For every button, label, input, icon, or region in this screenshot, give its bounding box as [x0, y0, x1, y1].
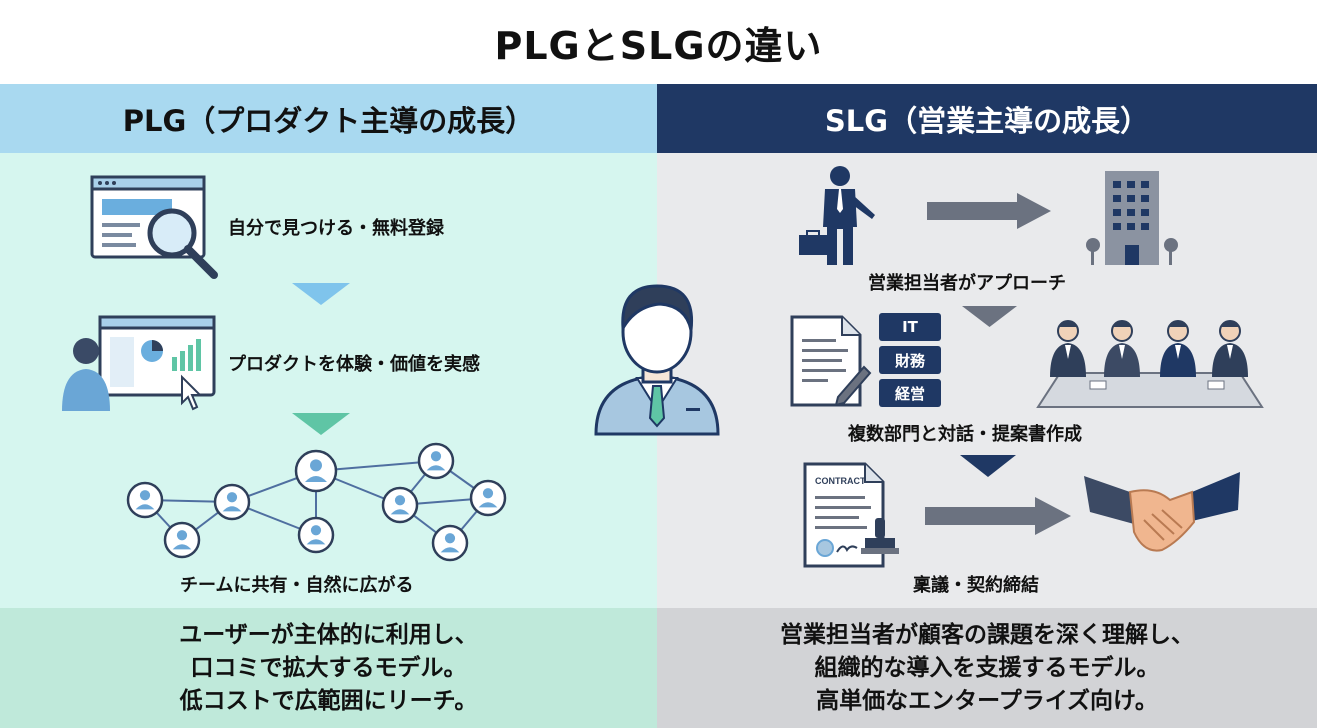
plg-step-2-label: プロダクトを体験・価値を実感 [228, 354, 480, 375]
department-finance-badge: 財務 [879, 346, 941, 374]
down-arrow-icon [962, 306, 1017, 327]
department-it-badge: IT [879, 313, 941, 341]
network-user-node [469, 479, 507, 517]
down-arrow-icon [292, 413, 350, 435]
user-dashboard-icon [62, 315, 216, 411]
right-arrow-icon [925, 497, 1071, 535]
network-user-node [297, 516, 335, 554]
down-arrow-icon [292, 283, 350, 305]
plg-summary-line: 低コストで広範囲にリーチ。 [179, 687, 478, 714]
network-user-node [381, 486, 419, 524]
plg-header: PLG（プロダクト主導の成長） [0, 84, 657, 153]
plg-summary-line: ユーザーが主体的に利用し、 [179, 621, 478, 648]
user-network-icon [126, 442, 507, 562]
meeting-person [1160, 320, 1196, 377]
plg-step-3-label: チームに共有・自然に広がる [180, 575, 414, 596]
meeting-table-icon [1036, 320, 1264, 408]
slg-column: SLG（営業主導の成長） 営業担当者が顧客の課題を深く理解し、 組織的な導入を支… [657, 84, 1317, 728]
network-user-node [294, 449, 338, 493]
network-user-node [213, 483, 251, 521]
page-title: PLGとSLGの違い [0, 0, 1317, 84]
slg-summary-line: 営業担当者が顧客の課題を深く理解し、 [780, 621, 1194, 648]
proposal-document-icon [790, 315, 872, 407]
browser-magnifier-icon [90, 175, 218, 279]
down-arrow-icon [960, 455, 1016, 477]
slg-summary-line: 組織的な導入を支援するモデル。 [814, 654, 1160, 681]
meeting-person [1104, 320, 1140, 377]
handshake-icon [1084, 472, 1240, 552]
contract-text: CONTRACT [815, 476, 866, 486]
meeting-paper [1207, 380, 1225, 390]
contract-document-icon: CONTRACT [803, 462, 899, 568]
plg-step-1-label: 自分で見つける・無料登録 [228, 218, 444, 239]
slg-header: SLG（営業主導の成長） [657, 84, 1317, 153]
network-user-node [417, 442, 455, 480]
slg-step-3-label: 稟議・契約締結 [913, 575, 1039, 596]
meeting-person [1050, 320, 1086, 377]
plg-column: PLG（プロダクト主導の成長） ユーザーが主体的に利用し、 口コミで拡大するモデ… [0, 84, 657, 728]
slg-step-1-label: 営業担当者がアプローチ [868, 273, 1066, 294]
salesperson-to-building-icon [799, 166, 1178, 265]
meeting-person [1212, 320, 1248, 377]
meeting-paper [1089, 380, 1107, 390]
network-user-node [163, 521, 201, 559]
plg-summary: ユーザーが主体的に利用し、 口コミで拡大するモデル。 低コストで広範囲にリーチ。 [0, 608, 657, 728]
slg-step-2-label: 複数部門と対話・提案書作成 [848, 424, 1082, 445]
slg-summary-line: 高単価なエンタープライズ向け。 [816, 687, 1158, 714]
network-user-node [431, 524, 469, 562]
user-avatar-icon [594, 284, 720, 436]
department-management-badge: 経営 [879, 379, 941, 407]
network-user-node [126, 481, 164, 519]
slg-summary: 営業担当者が顧客の課題を深く理解し、 組織的な導入を支援するモデル。 高単価なエ… [657, 608, 1317, 728]
plg-summary-line: 口コミで拡大するモデル。 [190, 654, 467, 681]
meeting-table [1036, 372, 1264, 408]
